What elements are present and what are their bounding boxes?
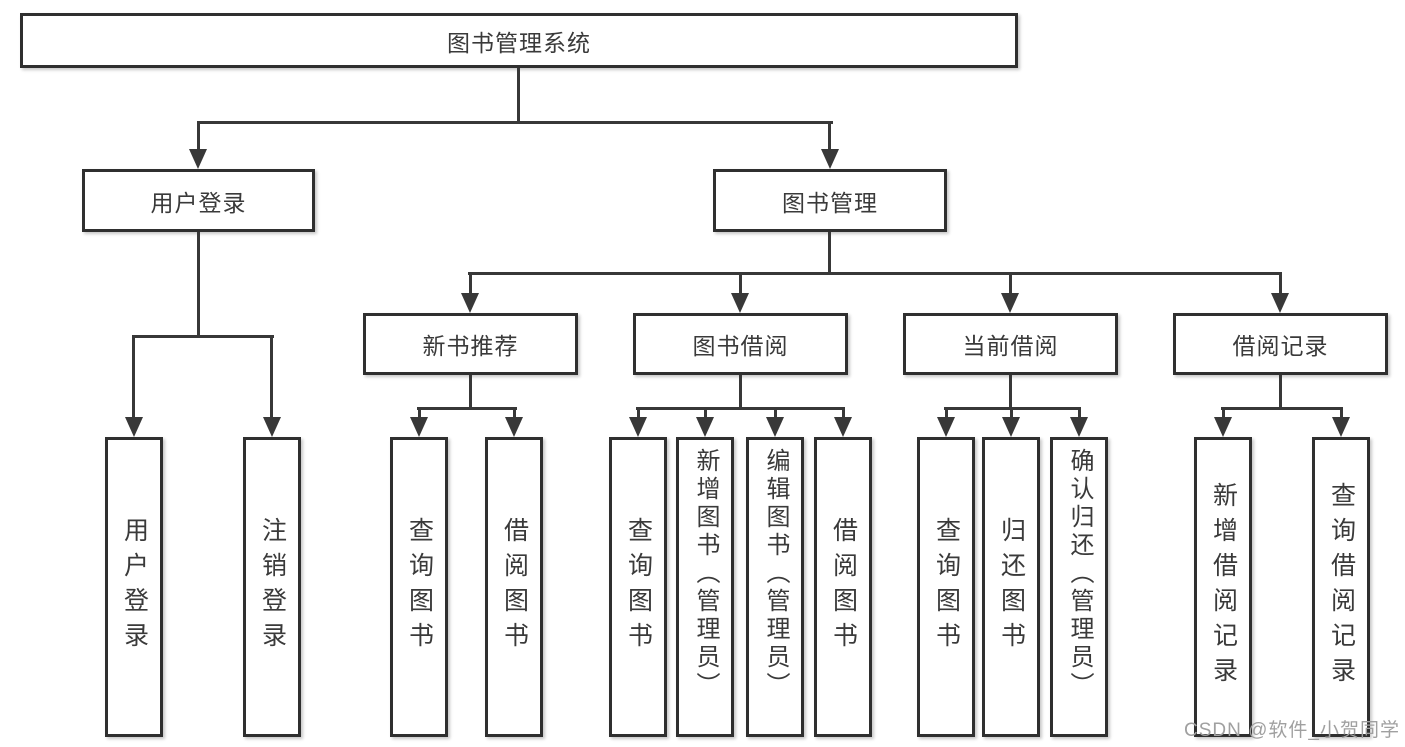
leaf-query-borrow-record: 查询借阅记录 [1312,437,1370,737]
connector-line [637,407,640,419]
connector-line [704,407,707,419]
leaf-query-books-borrowing: 查询图书 [609,437,667,737]
arrowhead-down-icon [937,417,955,437]
leaf-label: 确认归还（管理员） [1066,448,1093,700]
arrowhead-down-icon [821,149,839,169]
leaf-label: 借阅图书 [500,517,529,657]
watermark-text: CSDN @软件_小贺同学 [1184,720,1400,741]
connector-line [828,232,831,273]
leaf-label: 借阅图书 [829,517,858,657]
arrowhead-down-icon [1001,293,1019,313]
arrowhead-down-icon [125,417,143,437]
arrowhead-down-icon [1214,417,1232,437]
node-library-system: 图书管理系统 [20,13,1018,68]
node-new-book-recommend: 新书推荐 [363,313,578,375]
connector-line [842,407,845,419]
leaf-add-borrow-record: 新增借阅记录 [1194,437,1252,737]
connector-line [469,272,472,295]
leaf-label: 归还图书 [997,517,1026,657]
arrowhead-down-icon [731,293,749,313]
connector-line [197,121,200,151]
connector-line [636,407,845,410]
connector-line [132,335,274,338]
connector-line [513,407,516,419]
leaf-borrow-books-borrowing: 借阅图书 [814,437,872,737]
leaf-query-books-recommend: 查询图书 [390,437,448,737]
connector-line [418,407,421,419]
leaf-query-books-current: 查询图书 [917,437,975,737]
connector-line [1010,407,1013,419]
connector-line [197,232,200,336]
arrowhead-down-icon [766,417,784,437]
node-label: 借阅记录 [1232,333,1329,359]
leaf-edit-book-admin: 编辑图书（管理员） [746,437,804,737]
connector-line [1279,272,1282,295]
arrowhead-down-icon [1070,417,1088,437]
arrowhead-down-icon [461,293,479,313]
node-book-management: 图书管理 [713,169,947,232]
connector-line [517,68,520,122]
node-label: 新书推荐 [422,333,519,359]
leaf-label: 新增图书（管理员） [692,448,719,700]
node-current-borrowing: 当前借阅 [903,313,1118,375]
arrowhead-down-icon [834,417,852,437]
leaf-borrow-books-recommend: 借阅图书 [485,437,543,737]
leaf-label: 查询图书 [405,517,434,657]
node-user-login: 用户登录 [82,169,315,232]
node-label: 当前借阅 [962,333,1059,359]
leaf-label: 注销登录 [258,517,287,657]
leaf-confirm-return-admin: 确认归还（管理员） [1050,437,1108,737]
node-borrow-records: 借阅记录 [1173,313,1388,375]
arrowhead-down-icon [410,417,428,437]
connector-line [417,407,517,410]
arrowhead-down-icon [696,417,714,437]
connector-line [1009,272,1012,295]
node-label: 图书管理系统 [447,29,591,56]
leaf-label: 用户登录 [120,517,149,657]
connector-line [945,407,948,419]
connector-line [1340,407,1343,419]
arrowhead-down-icon [1002,417,1020,437]
connector-line [197,121,833,124]
connector-line [1222,407,1225,419]
connector-line [1009,375,1012,408]
node-book-borrowing: 图书借阅 [633,313,848,375]
node-label: 图书管理 [782,189,878,216]
arrowhead-down-icon [1332,417,1350,437]
leaf-label: 查询借阅记录 [1327,482,1356,692]
leaf-return-book: 归还图书 [982,437,1040,737]
node-label: 用户登录 [150,189,247,216]
connector-line [1221,407,1343,410]
arrowhead-down-icon [629,417,647,437]
arrowhead-down-icon [1271,293,1289,313]
arrowhead-down-icon [263,417,281,437]
connector-line [1279,375,1282,408]
arrowhead-down-icon [189,149,207,169]
connector-line [469,375,472,408]
connector-line [774,407,777,419]
leaf-user-login: 用户登录 [105,437,163,737]
connector-line [132,335,135,419]
connector-line [1078,407,1081,419]
leaf-label: 编辑图书（管理员） [762,448,789,700]
connector-line [739,272,742,295]
node-label: 图书借阅 [692,333,789,359]
leaf-add-book-admin: 新增图书（管理员） [676,437,734,737]
leaf-label: 查询图书 [624,517,653,657]
connector-line [270,335,273,419]
leaf-logout-login: 注销登录 [243,437,301,737]
leaf-label: 查询图书 [932,517,961,657]
connector-line [828,121,831,151]
connector-line [468,272,1282,275]
arrowhead-down-icon [505,417,523,437]
connector-line [739,375,742,408]
leaf-label: 新增借阅记录 [1209,482,1238,692]
